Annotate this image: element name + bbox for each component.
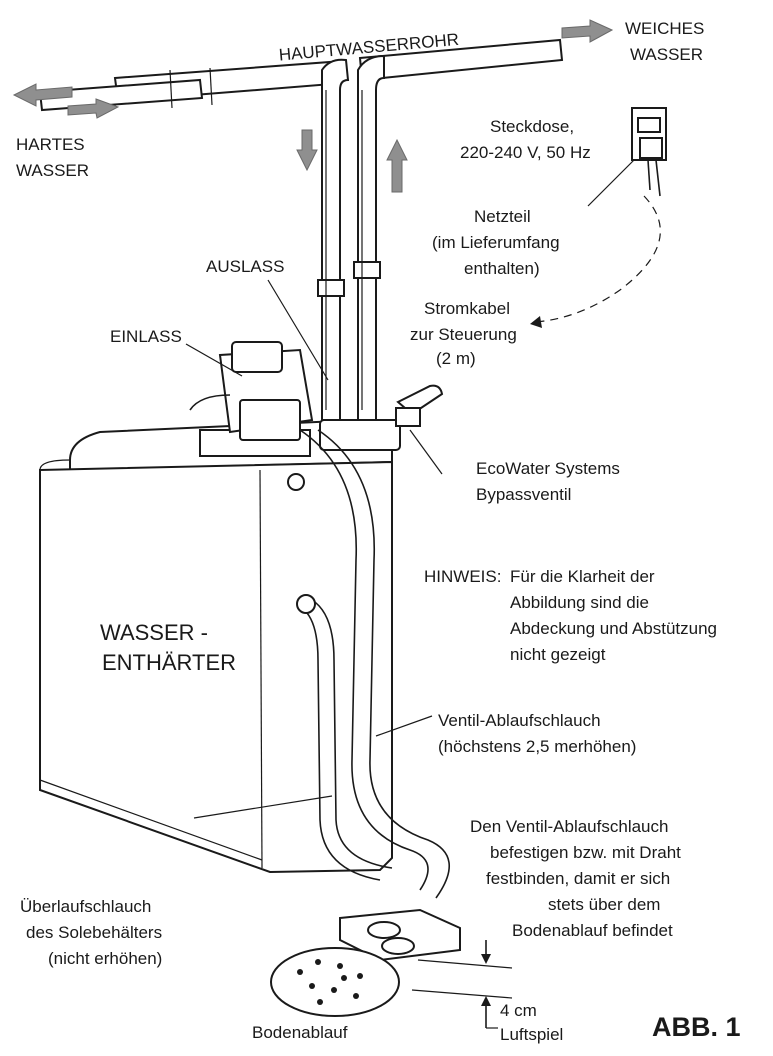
label-bypass-valve-line2: Bypassventil [476, 485, 571, 504]
label-power-supply-line2: (im Lieferumfang [432, 233, 560, 252]
label-power-supply-line1: Netzteil [474, 207, 531, 226]
air-gap-dimension [411, 940, 513, 1029]
label-note-line2: Abbildung sind die [510, 593, 649, 612]
label-valve-drain-hose-line1: Ventil-Ablaufschlauch [438, 711, 601, 730]
label-valve-drain-hose-line2: (höchstens 2,5 merhöhen) [438, 737, 636, 756]
up-flow-arrow-icon [386, 138, 408, 193]
water-softener-cabinet [39, 418, 393, 874]
main-water-pipe [38, 38, 564, 112]
label-power-cable-line2: zur Steuerung [410, 325, 517, 344]
hard-water-out-arrow-icon [12, 83, 73, 107]
label-soft-water-line1: WEICHES [625, 19, 704, 38]
label-note-prefix: HINWEIS: [424, 567, 501, 586]
label-outlet: AUSLASS [206, 257, 284, 276]
label-note-line4: nicht gezeigt [510, 645, 606, 664]
label-fasten-line5: Bodenablauf befindet [512, 921, 673, 940]
power-outlet [631, 107, 667, 197]
label-softener-line2: ENTHÄRTER [102, 650, 236, 675]
label-fasten-line4: stets über dem [548, 895, 660, 914]
label-hard-water-line2: WASSER [16, 161, 89, 180]
label-note-line3: Abdeckung und Abstützung [510, 619, 717, 638]
label-soft-water-line2: WASSER [630, 45, 703, 64]
vertical-pipe-inlet [317, 58, 350, 421]
control-valve [189, 341, 314, 491]
bypass-valve [319, 384, 444, 451]
drain-block [339, 908, 461, 962]
label-air-gap-line2: Luftspiel [500, 1025, 563, 1044]
label-air-gap-line1: 4 cm [500, 1001, 537, 1020]
label-fasten-line1: Den Ventil-Ablaufschlauch [470, 817, 668, 836]
hard-water-in-arrow-icon [67, 98, 120, 119]
label-overflow-hose-line2: des Solebehälters [26, 923, 162, 942]
label-fasten-line2: befestigen bzw. mit Draht [490, 843, 681, 862]
vertical-pipe-outlet [353, 54, 385, 421]
label-fasten-line3: festbinden, damit er sich [486, 869, 670, 888]
valve-drain-hose [299, 429, 450, 899]
label-note-line1: Für die Klarheit der [510, 567, 655, 586]
label-softener-line1: WASSER - [100, 620, 208, 645]
label-overflow-hose-line1: Überlaufschlauch [20, 897, 151, 916]
label-power-cable-line1: Stromkabel [424, 299, 510, 318]
label-power-cable-line3: (2 m) [436, 349, 476, 368]
label-bypass-valve-line1: EcoWater Systems [476, 459, 620, 478]
figure-number: ABB. 1 [652, 1012, 741, 1042]
label-hard-water-line1: HARTES [16, 135, 85, 154]
down-flow-arrow-icon [296, 129, 318, 172]
label-outlet-socket-line2: 220-240 V, 50 Hz [460, 143, 591, 162]
label-power-supply-line3: enthalten) [464, 259, 540, 278]
overflow-hose [296, 594, 393, 881]
soft-water-arrow-icon [561, 19, 614, 43]
floor-drain [270, 947, 400, 1017]
leader-lines [185, 159, 661, 819]
label-outlet-socket-line1: Steckdose, [490, 117, 574, 136]
label-inlet: EINLASS [110, 327, 182, 346]
label-floor-drain: Bodenablauf [252, 1023, 348, 1042]
label-overflow-hose-line3: (nicht erhöhen) [48, 949, 162, 968]
